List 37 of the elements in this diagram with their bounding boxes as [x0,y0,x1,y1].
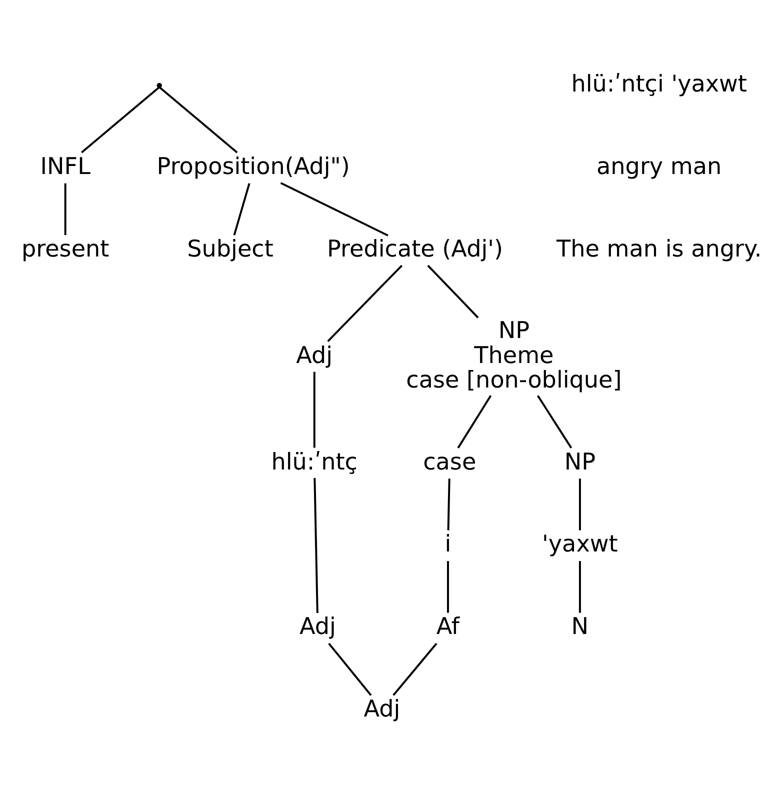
node-text: Predicate (Adj') [327,236,503,262]
node-text: NP [564,448,596,475]
label: angry man [596,154,722,180]
node-text: Af [436,614,460,640]
connector [233,182,250,235]
node-text: Adj [299,614,336,640]
node-text: 'yaxwt [542,531,618,558]
connector [447,560,449,612]
connector [457,394,492,448]
connector [327,264,403,342]
node-text: i [444,531,452,558]
node-text: N [571,614,589,640]
node-point [156,82,162,88]
connector [280,182,388,236]
node-text: present [21,236,110,262]
node-text: Adj [364,696,400,722]
connector [427,264,479,318]
label: The man is angry. [556,236,762,262]
connector [313,371,316,448]
node-text: Adj [296,342,333,368]
connector [64,182,66,235]
node-text: INFL [40,154,90,180]
connector [81,86,160,153]
node-text: case [423,448,476,475]
label: hlü:ʹntçi 'yaxwt [571,71,747,98]
connector [578,478,581,530]
node-text: Proposition(Adj") [156,154,350,180]
connector [392,642,438,696]
connector [314,478,318,613]
connector [328,642,372,696]
connector [158,86,238,153]
connector [447,478,450,530]
connector [578,560,581,612]
node-text: NP Theme case [non-oblique] [406,318,622,394]
node-text: hlü:ʹntç [271,448,358,475]
connector [536,394,572,448]
node-text: Subject [187,236,274,262]
